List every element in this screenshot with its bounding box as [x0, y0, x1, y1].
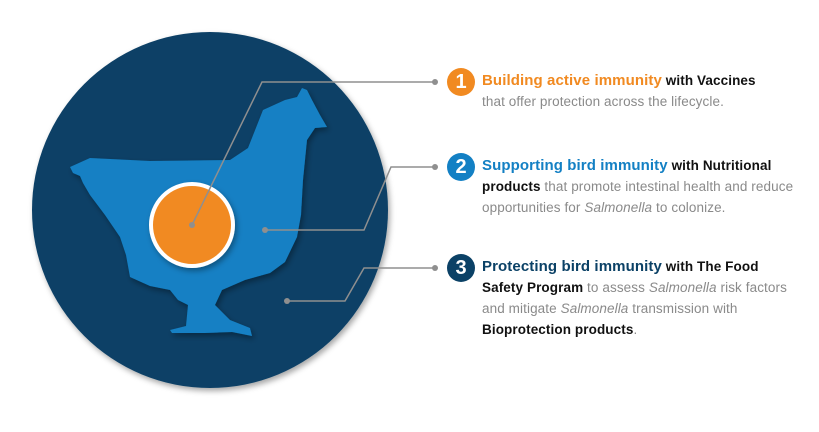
- italic-text: Salmonella: [648, 280, 717, 295]
- headline: Protecting bird immunity: [482, 258, 662, 275]
- number-badge-2: 2: [447, 153, 475, 181]
- item-food-safety: 3 Protecting bird immunity with The Food…: [447, 254, 817, 340]
- leader-lines: [191, 81, 435, 302]
- bold-text: with Vaccines: [665, 73, 756, 88]
- body-text: that promote intestinal health and reduc…: [482, 179, 794, 215]
- headline: Building active immunity: [482, 72, 662, 89]
- italic-text: Salmonella: [560, 301, 629, 316]
- body-text: risk factors and mitigate: [482, 280, 787, 316]
- number-badge-1: 1: [447, 68, 475, 96]
- period: .: [633, 322, 638, 337]
- body-text: transmission with: [632, 301, 738, 316]
- body-text: to assess: [587, 280, 645, 295]
- italic-text: Salmonella: [584, 200, 653, 215]
- body-text: that offer protection across the lifecyc…: [482, 94, 724, 109]
- bold-text: Bioprotection products: [482, 322, 634, 337]
- bold-text: with The Food Safety Program: [482, 259, 759, 295]
- item-vaccines: 1 Building active immunity with Vaccines…: [447, 68, 817, 112]
- bold-text: with Nutritional products: [482, 158, 772, 194]
- item-nutritional: 2 Supporting bird immunity with Nutritio…: [447, 153, 817, 218]
- number-badge-3: 3: [447, 254, 475, 282]
- leader-dots: [189, 79, 438, 304]
- headline: Supporting bird immunity: [482, 157, 668, 174]
- body-text: to colonize.: [656, 200, 726, 215]
